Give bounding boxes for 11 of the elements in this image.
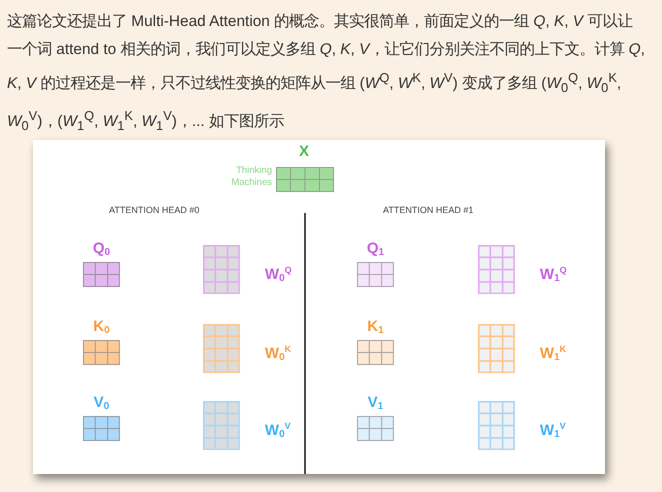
- head-title: ATTENTION HEAD #0: [109, 205, 200, 215]
- matrix-label: K$_{1}$: [367, 318, 384, 338]
- matrix-label: V$_{1}$: [368, 394, 384, 414]
- matrix-label: V$_{0}$: [94, 394, 110, 414]
- matrix-label: Q$_{1}$: [366, 240, 384, 260]
- head-title: ATTENTION HEAD #1: [383, 205, 474, 215]
- matrix-label: K$_{0}$: [93, 318, 110, 338]
- matrix-label: Q$_{0}$: [92, 240, 110, 260]
- matrix-label: X: [299, 143, 310, 161]
- intro-paragraph: 这篇论文还提出了 Multi-Head Attention 的概念。其实很简单，前面定义的一组 Q, K, V 可以让一个词 attend to 相关的词，我们可以定义多组 Q, K, V，让它们分别关注不同的上下文。计算 Q, K, V 的过程还是一样，只不过线性变换的矩阵从一组 (W$^{Q}$, W$^{K}$, W$^{V}$) 变成了多组 (W$_{0}$$^{Q}$, W$_{0}$$^{K}$, W$_{0}$$^{V}$)，(W$_{1}$$^{Q}$, W$_{1}$$^{K}$, W$_{1}$$^{V}$)，... 如下图所示: [7, 12, 646, 136]
- input-words: Thinking Machines: [230, 165, 272, 189]
